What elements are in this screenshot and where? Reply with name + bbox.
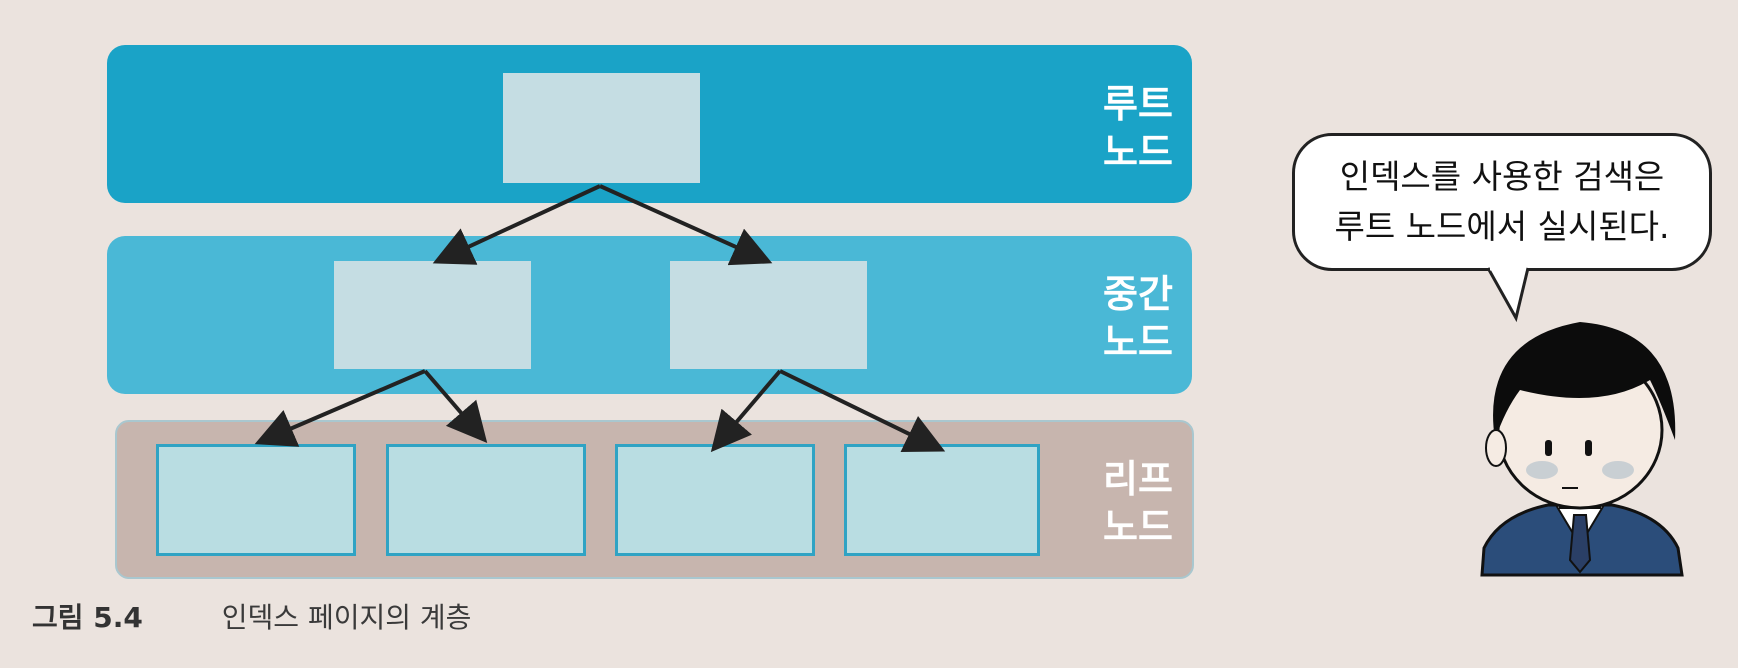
leaf-level-label: 리프 노드: [1098, 455, 1178, 551]
leaf-label-line-2: 노드: [1103, 505, 1173, 549]
figure-caption: 그림 5.4 인덱스 페이지의 계층: [32, 596, 471, 636]
root-label-line-1: 루트: [1103, 82, 1173, 126]
leaf-node-2: [386, 444, 586, 556]
root-label-line-2: 노드: [1103, 130, 1173, 174]
speech-bubble: 인덱스를 사용한 검색은 루트 노드에서 실시된다.: [1292, 133, 1712, 271]
leaf-node-4: [844, 444, 1040, 556]
middle-node-right: [670, 261, 867, 369]
middle-level-band: [107, 236, 1192, 394]
speech-line-1: 인덱스를 사용한 검색은: [1339, 157, 1665, 196]
caption-text: 인덱스 페이지의 계층: [221, 601, 472, 634]
middle-node-left: [334, 261, 531, 369]
leaf-label-line-1: 리프: [1103, 457, 1173, 501]
root-node: [503, 73, 700, 183]
speech-line-2: 루트 노드에서 실시된다.: [1334, 207, 1670, 246]
leaf-node-3: [615, 444, 815, 556]
root-level-label: 루트 노드: [1098, 80, 1178, 176]
caption-number: 그림 5.4: [32, 601, 143, 634]
middle-label-line-2: 노드: [1103, 320, 1173, 364]
leaf-node-1: [156, 444, 356, 556]
middle-label-line-1: 중간: [1103, 272, 1173, 316]
middle-level-label: 중간 노드: [1098, 270, 1178, 366]
